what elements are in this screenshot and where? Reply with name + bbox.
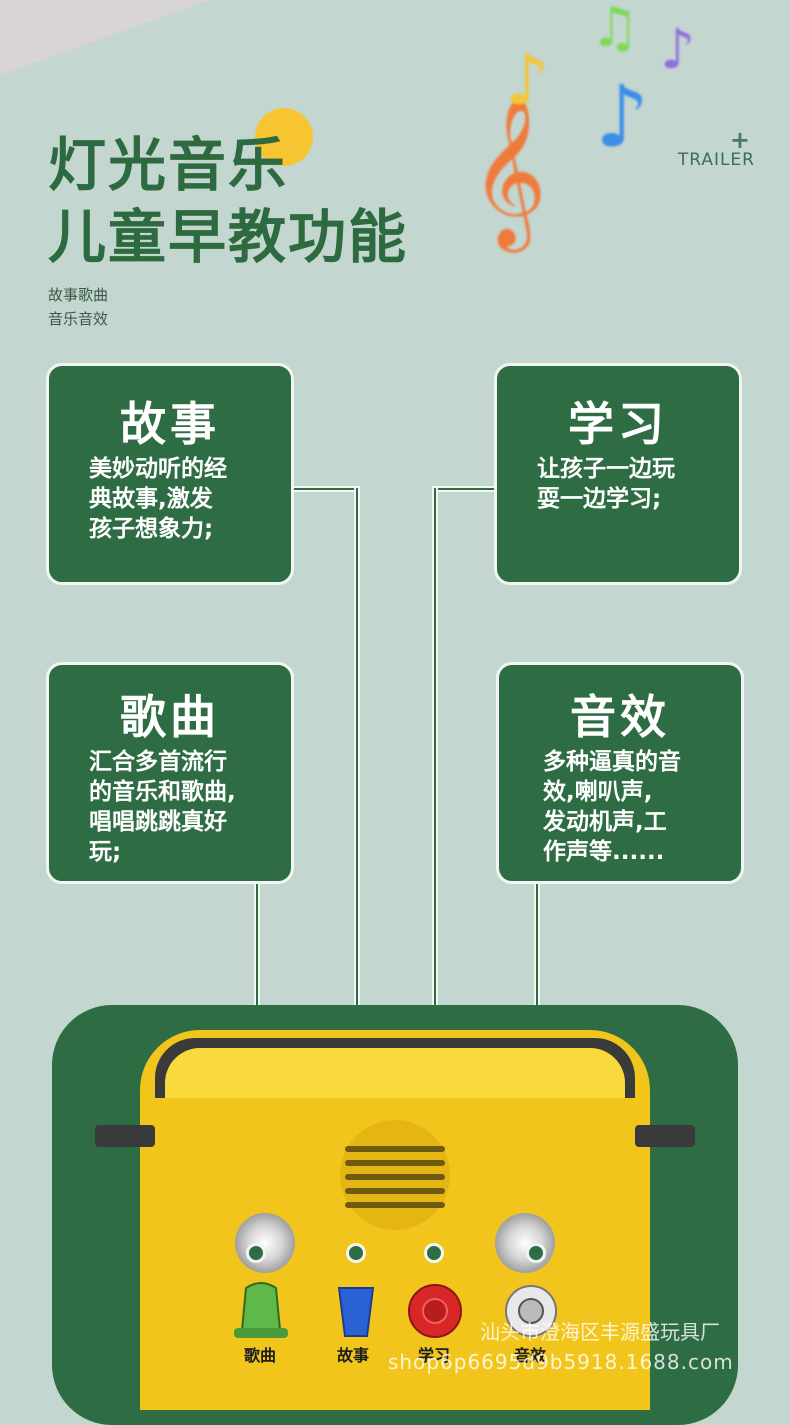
title-line-2: 儿童早教功能 bbox=[48, 203, 409, 271]
headlight-right bbox=[495, 1213, 555, 1273]
sun-decoration bbox=[255, 108, 313, 166]
plus-icon: + bbox=[729, 126, 750, 154]
music-note-icon: ♪ bbox=[660, 17, 696, 81]
card-story-line: 典故事,激发 bbox=[89, 486, 213, 512]
learn-button[interactable] bbox=[407, 1283, 463, 1339]
card-sound-line: 发动机声,工 bbox=[543, 809, 667, 835]
subtitle-line-2: 音乐音效 bbox=[48, 310, 109, 328]
connector-line bbox=[432, 486, 500, 492]
speaker-slot bbox=[345, 1174, 445, 1180]
card-story-title: 故事 bbox=[120, 397, 220, 451]
card-story-line: 孩子想象力; bbox=[89, 516, 214, 542]
connector-dot bbox=[246, 1243, 266, 1263]
song-button-label: 歌曲 bbox=[244, 1346, 277, 1365]
music-note-icon: ♪ bbox=[595, 68, 650, 167]
card-song-line: 汇合多首流行 bbox=[89, 749, 227, 775]
watermark-url: shop6p6695d9b5918.1688.com bbox=[388, 1350, 734, 1374]
connector-line bbox=[292, 486, 360, 492]
toy-roof-inner bbox=[165, 1048, 625, 1098]
song-button[interactable] bbox=[232, 1282, 290, 1342]
card-sound-title: 音效 bbox=[570, 690, 670, 744]
card-sound-line: 效,喇叭声, bbox=[543, 779, 653, 805]
card-sound: 音效 多种逼真的音 效,喇叭声, 发动机声,工 作声等...... bbox=[496, 662, 744, 884]
learn-button-label: 学习 bbox=[418, 1346, 451, 1365]
card-learn-line: 让孩子一边玩 bbox=[537, 456, 675, 482]
toy-side-handle bbox=[95, 1125, 155, 1147]
subtitle-line-1: 故事歌曲 bbox=[48, 286, 109, 304]
card-learn-line: 耍一边学习; bbox=[537, 486, 662, 512]
story-button-label: 故事 bbox=[337, 1346, 370, 1365]
speaker-slot bbox=[345, 1160, 445, 1166]
connector-dot bbox=[526, 1243, 546, 1263]
card-song-line: 唱唱跳跳真好 bbox=[89, 809, 227, 835]
watermark-company: 汕头市澄海区丰源盛玩具厂 bbox=[480, 1320, 720, 1344]
story-button[interactable] bbox=[335, 1284, 377, 1342]
card-song-line: 的音乐和歌曲, bbox=[89, 779, 236, 805]
speaker-slot bbox=[345, 1146, 445, 1152]
speaker-slot bbox=[345, 1202, 445, 1208]
connector-dot bbox=[346, 1243, 366, 1263]
music-note-icon: ♫ bbox=[590, 0, 640, 59]
sound-effect-button[interactable] bbox=[504, 1284, 558, 1338]
card-song: 歌曲 汇合多首流行 的音乐和歌曲, 唱唱跳跳真好 玩; bbox=[46, 662, 294, 884]
card-sound-line: 多种逼真的音 bbox=[543, 749, 681, 775]
card-sound-line: 作声等...... bbox=[543, 839, 665, 865]
sound-effect-button-label: 音效 bbox=[514, 1346, 547, 1365]
treble-clef-icon: 𝄞 bbox=[470, 94, 547, 246]
connector-dot bbox=[424, 1243, 444, 1263]
trailer-label: TRAILER bbox=[677, 150, 755, 170]
card-song-title: 歌曲 bbox=[120, 690, 220, 744]
card-story: 故事 美妙动听的经 典故事,激发 孩子想象力; bbox=[46, 363, 294, 585]
card-learn-title: 学习 bbox=[568, 397, 668, 451]
card-learn: 学习 让孩子一边玩 耍一边学习; bbox=[494, 363, 742, 585]
toy-side-handle bbox=[635, 1125, 695, 1147]
card-story-line: 美妙动听的经 bbox=[89, 456, 227, 482]
card-song-line: 玩; bbox=[89, 839, 122, 865]
speaker-slot bbox=[345, 1188, 445, 1194]
headlight-left bbox=[235, 1213, 295, 1273]
corner-decoration bbox=[0, 0, 210, 75]
music-note-icon: ♪ bbox=[505, 39, 550, 121]
title-line-1: 灯光音乐 bbox=[48, 131, 289, 199]
